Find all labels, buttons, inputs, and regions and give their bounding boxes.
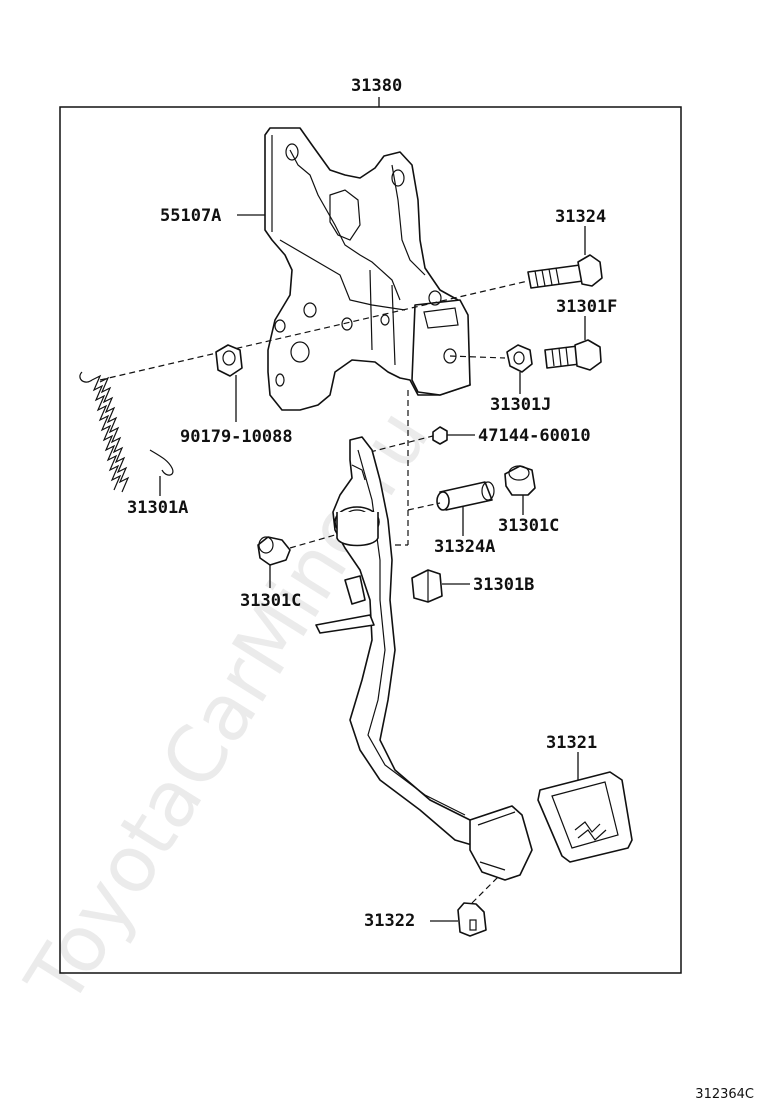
collar-nut-label: 90179-10088	[180, 427, 293, 447]
stopper-label: 31322	[364, 911, 415, 931]
pedal-bracket[interactable]	[264, 127, 471, 411]
clip-nut-axis-line	[369, 435, 434, 453]
bracket-label: 55107A	[160, 206, 221, 226]
bolt-label: 31324	[555, 207, 606, 227]
bolt-31324[interactable]	[527, 254, 603, 289]
clip-nut[interactable]	[432, 426, 448, 445]
spring-axis-line	[99, 280, 529, 381]
bushing-left-label: 31301C	[240, 591, 301, 611]
spring-label: 31301A	[127, 498, 188, 518]
pedal-pad[interactable]	[537, 771, 633, 863]
bolt-flange-label: 31301F	[556, 297, 617, 317]
clip-nut-label: 47144-60010	[478, 426, 591, 446]
collar-nut[interactable]	[215, 344, 243, 377]
stopper-cushion-label: 31301B	[473, 575, 534, 595]
bushing-left[interactable]	[257, 536, 291, 566]
bolt-31301f[interactable]	[544, 339, 602, 371]
nut-31301j[interactable]	[506, 344, 533, 373]
collar-label: 31324A	[434, 537, 495, 557]
pedal-stopper[interactable]	[457, 902, 487, 937]
nut-axis-line	[449, 355, 506, 359]
collar-31324a[interactable]	[436, 481, 495, 511]
bushing-right[interactable]	[504, 465, 536, 496]
collar-axis-line	[407, 502, 441, 511]
assembly-frame	[59, 106, 682, 974]
pedal-arm[interactable]	[315, 436, 533, 881]
assembly-label: 31380	[351, 76, 402, 96]
reference-code: 312364C	[695, 1087, 754, 1102]
bushing-left-axis-line	[289, 534, 336, 549]
return-spring[interactable]	[79, 371, 174, 493]
stopper-cushion[interactable]	[411, 569, 443, 603]
bushing-right-label: 31301C	[498, 516, 559, 536]
nut-label: 31301J	[490, 395, 551, 415]
stopper-axis-line	[471, 874, 501, 904]
pedal-pad-label: 31321	[546, 733, 597, 753]
